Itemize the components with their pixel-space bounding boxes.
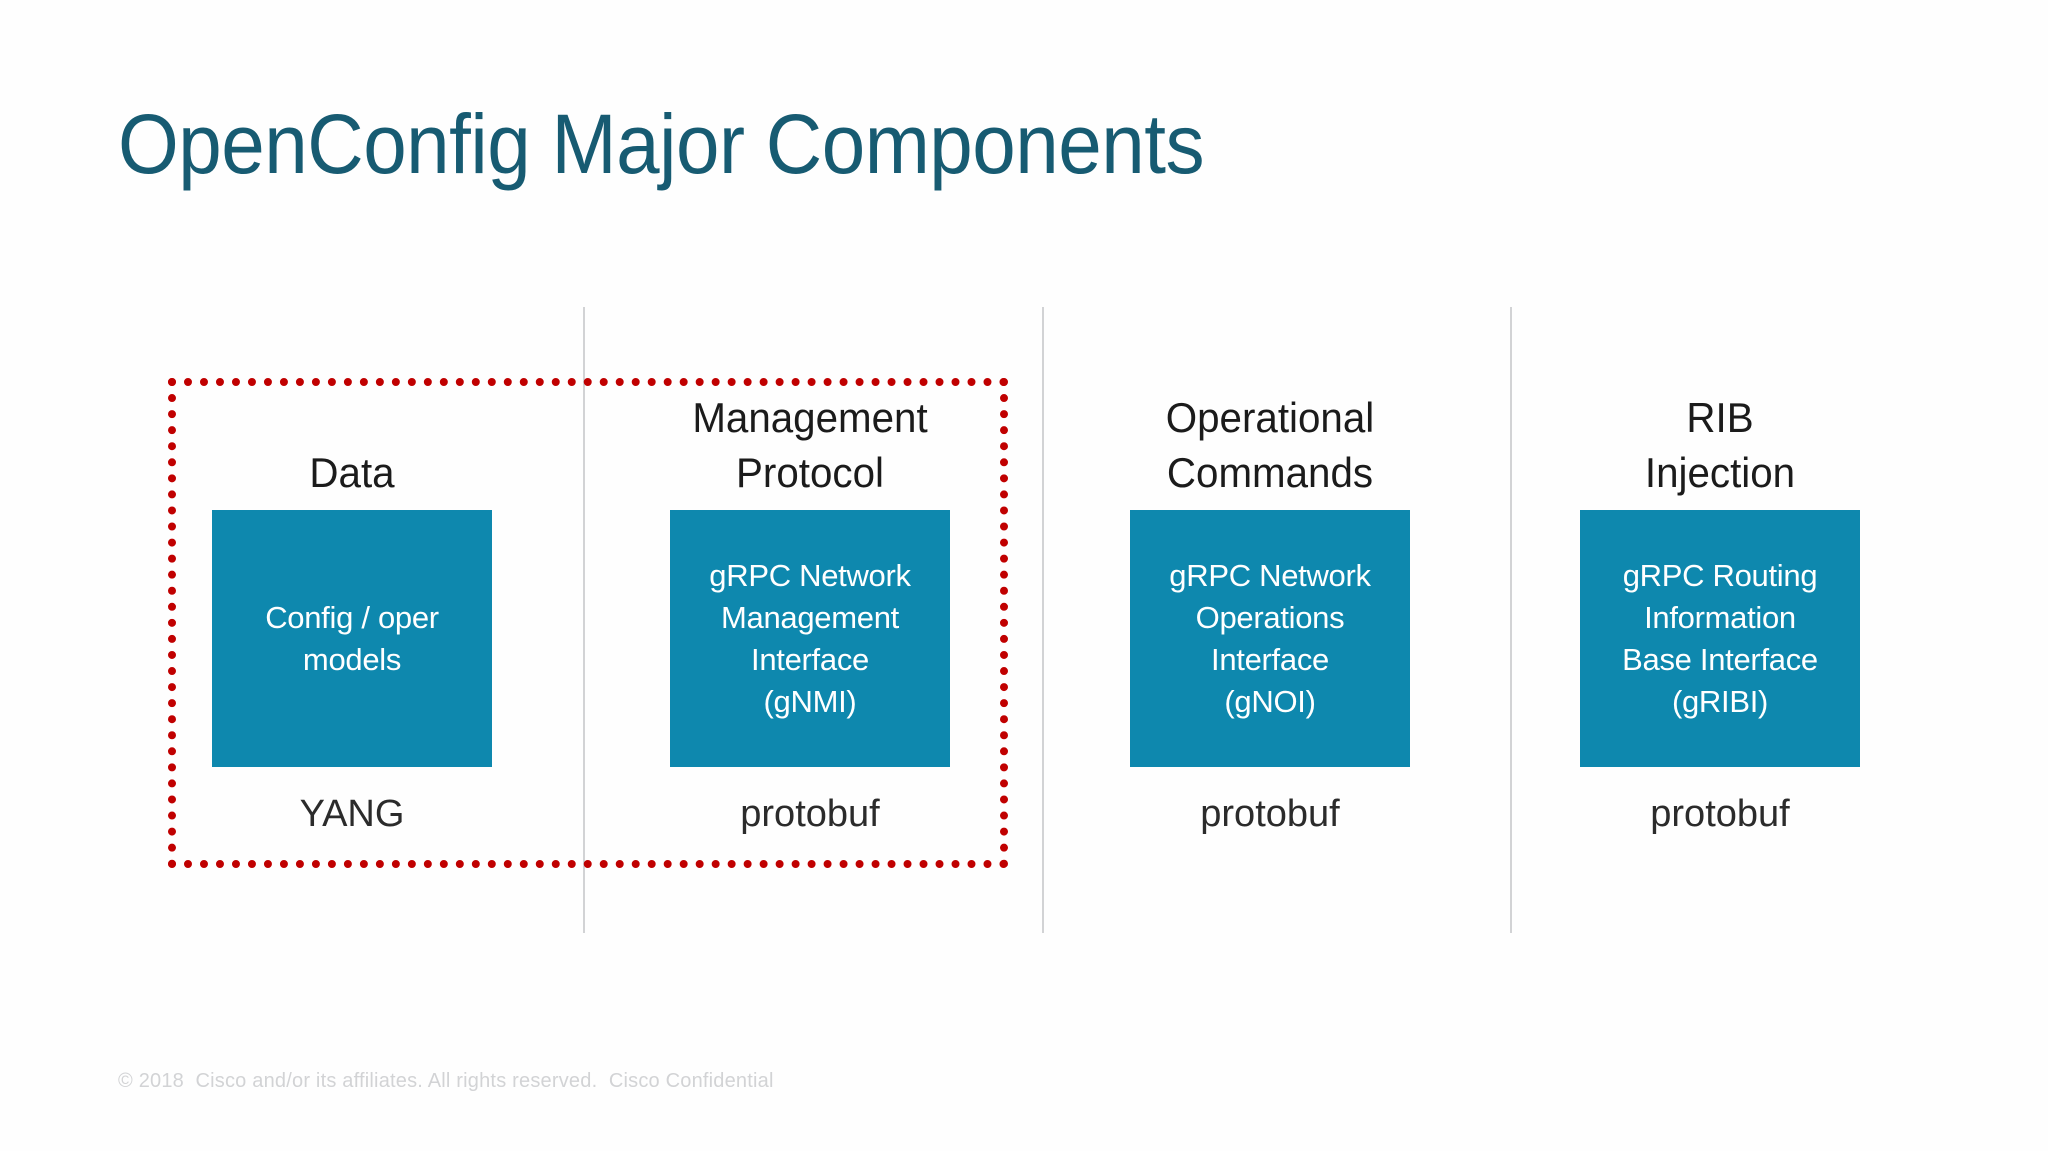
component-box: gRPC Network Operations Interface (gNOI) [1130,510,1410,767]
page-title: OpenConfig Major Components [118,97,1205,191]
column-heading: Management Protocol [692,394,928,496]
column-footer-label: protobuf [1200,793,1340,835]
component-box-label: Config / oper models [265,599,439,677]
component-column-management-protocol: Management Protocol gRPC Network Managem… [630,390,990,837]
column-divider-3 [1510,307,1512,933]
component-box-label: gRPC Network Operations Interface (gNOI) [1169,557,1371,719]
column-heading: RIB Injection [1644,394,1796,496]
component-column-data: Data Config / oper models YANG [172,390,532,837]
column-footer-label: protobuf [740,793,880,835]
column-heading: Operational Commands [1165,394,1375,496]
component-column-rib-injection: RIB Injection gRPC Routing Information B… [1540,390,1900,837]
column-footer-label: YANG [299,793,405,835]
column-divider-2 [1042,307,1044,933]
component-box-label: gRPC Routing Information Base Interface … [1622,557,1818,719]
component-box: gRPC Network Management Interface (gNMI) [670,510,950,767]
column-heading: Data [309,449,395,496]
component-column-operational-commands: Operational Commands gRPC Network Operat… [1090,390,1450,837]
component-box-label: gRPC Network Management Interface (gNMI) [709,557,911,719]
column-divider-1 [583,307,585,933]
column-footer-label: protobuf [1650,793,1790,835]
component-box: gRPC Routing Information Base Interface … [1580,510,1860,767]
component-box: Config / oper models [212,510,492,767]
copyright-footer: © 2018 Cisco and/or its affiliates. All … [118,1070,774,1092]
